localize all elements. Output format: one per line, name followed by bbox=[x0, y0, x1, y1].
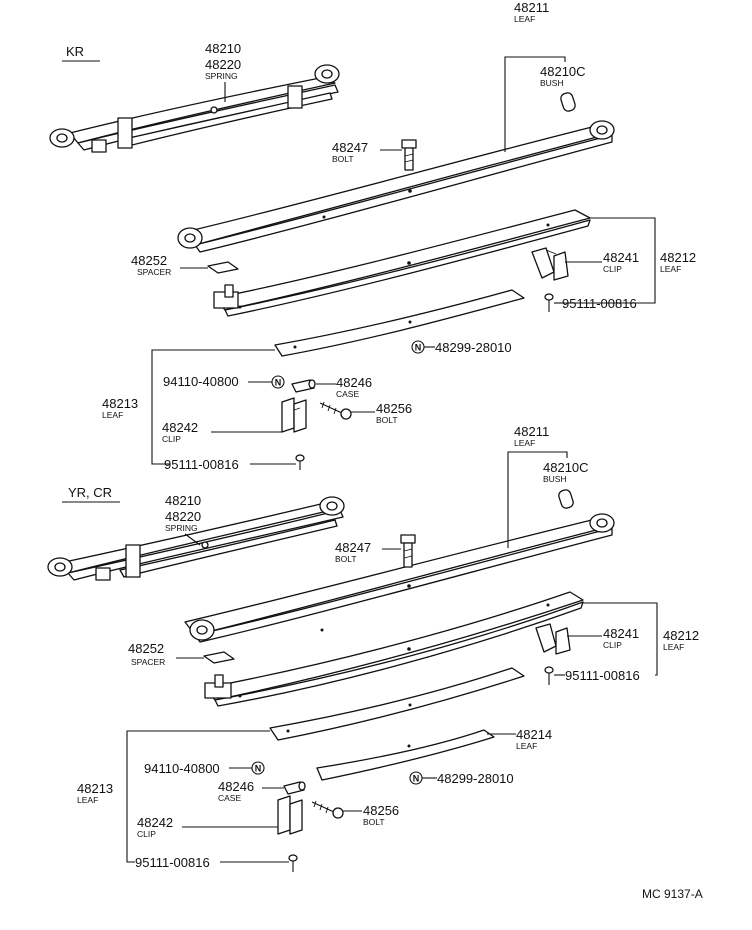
screw-b-number: 95111-00816 bbox=[135, 855, 210, 870]
screw-a-number: 95111-00816 bbox=[562, 296, 637, 311]
spring-number-2: 48220 bbox=[165, 509, 201, 524]
bolt-48247-label: BOLT bbox=[332, 154, 354, 164]
leaf-48211-label: LEAF bbox=[514, 14, 535, 24]
main-leaf-48211-drawing bbox=[184, 513, 615, 643]
clip-48241-drawing bbox=[535, 623, 571, 655]
clip-48242-number: 48242 bbox=[162, 420, 198, 435]
leaf-48212-label: LEAF bbox=[660, 264, 681, 274]
spring-assembly-drawing bbox=[47, 496, 345, 581]
case-label: CASE bbox=[218, 793, 241, 803]
screw-b-drawing bbox=[288, 854, 298, 872]
figure-code: MC 9137-A bbox=[642, 887, 703, 901]
bush-number: 48210C bbox=[540, 64, 586, 79]
screw-a-drawing bbox=[544, 666, 554, 685]
leaf-48213-drawing bbox=[269, 667, 525, 741]
case-number: 48246 bbox=[218, 779, 254, 794]
bolt-48247-drawing bbox=[400, 534, 416, 568]
leaf-48213-number: 48213 bbox=[102, 396, 138, 411]
leaf-48211-number: 48211 bbox=[514, 424, 549, 439]
leaf-48214-number: 48214 bbox=[516, 727, 552, 742]
leaf-48212-drawing bbox=[213, 209, 591, 317]
leaf-48213-label: LEAF bbox=[77, 795, 98, 805]
bolt-48247-number: 48247 bbox=[335, 540, 371, 555]
spring-assembly-drawing bbox=[49, 64, 340, 153]
clip-48242-drawing bbox=[277, 795, 303, 835]
bolt-48256-label: BOLT bbox=[376, 415, 398, 425]
clip-48242-label: CLIP bbox=[137, 829, 156, 839]
n-symbol-icon: N bbox=[409, 771, 423, 785]
leaf-48213-label: LEAF bbox=[102, 410, 123, 420]
bush-label: BUSH bbox=[543, 474, 567, 484]
bush-label: BUSH bbox=[540, 78, 564, 88]
n-part-number: 94110-40800 bbox=[163, 374, 239, 389]
spacer-label: SPACER bbox=[131, 657, 165, 667]
clip-48241-drawing bbox=[531, 247, 569, 281]
leaf-48211-label: LEAF bbox=[514, 438, 535, 448]
svg-text:N: N bbox=[415, 343, 422, 353]
leaf-48212-number: 48212 bbox=[663, 628, 699, 643]
clip-48241-number: 48241 bbox=[603, 250, 639, 265]
bolt-48247-number: 48247 bbox=[332, 140, 368, 155]
n-part-number: 94110-40800 bbox=[144, 761, 220, 776]
bolt-48256-drawing bbox=[311, 800, 344, 819]
screw-a-drawing bbox=[544, 293, 554, 312]
clip-48241-number: 48241 bbox=[603, 626, 639, 641]
bolt-48256-number: 48256 bbox=[363, 803, 399, 818]
case-label: CASE bbox=[336, 389, 359, 399]
case-drawing bbox=[291, 379, 316, 393]
clip-48242-drawing bbox=[281, 397, 307, 433]
svg-text:N: N bbox=[413, 774, 420, 784]
section-kr: KR 48210 48220 SPRING bbox=[49, 0, 696, 472]
leaf-48212-drawing bbox=[204, 591, 584, 707]
spacer-number: 48252 bbox=[128, 641, 164, 656]
section-title-yr-cr: YR, CR bbox=[68, 485, 112, 500]
n-symbol-icon: N bbox=[271, 375, 285, 389]
bolt-48247-drawing bbox=[401, 139, 417, 171]
spacer-number: 48252 bbox=[131, 253, 167, 268]
spacer-drawing bbox=[207, 261, 239, 274]
leaf-48212-label: LEAF bbox=[663, 642, 684, 652]
clip-48241-label: CLIP bbox=[603, 640, 622, 650]
bush-drawing bbox=[558, 489, 574, 509]
screw-b-number: 95111-00816 bbox=[164, 457, 239, 472]
leaf-48212-number: 48212 bbox=[660, 250, 696, 265]
section-yr-cr: YR, CR 48210 48220 SPRING bbox=[47, 424, 699, 872]
screw-b-drawing bbox=[295, 454, 305, 470]
spring-number-1: 48210 bbox=[205, 41, 241, 56]
spring-number-1: 48210 bbox=[165, 493, 201, 508]
clip-48242-number: 48242 bbox=[137, 815, 173, 830]
spacer-drawing bbox=[203, 651, 235, 664]
case-drawing bbox=[283, 781, 306, 795]
n-symbol-icon: N bbox=[411, 340, 425, 354]
bush-number: 48210C bbox=[543, 460, 589, 475]
svg-text:N: N bbox=[275, 378, 282, 388]
case-number: 48246 bbox=[336, 375, 372, 390]
clip-48242-label: CLIP bbox=[162, 434, 181, 444]
spring-label: SPRING bbox=[205, 71, 238, 81]
main-leaf-48211-drawing bbox=[177, 120, 615, 253]
bolt-48256-number: 48256 bbox=[376, 401, 412, 416]
leaf-48213-drawing bbox=[274, 289, 525, 357]
n-ref-number: 48299-28010 bbox=[435, 340, 512, 355]
bolt-48247-label: BOLT bbox=[335, 554, 357, 564]
n-symbol-icon: N bbox=[251, 761, 265, 775]
bush-drawing bbox=[560, 92, 576, 112]
n-ref-number: 48299-28010 bbox=[437, 771, 514, 786]
leaf-48213-number: 48213 bbox=[77, 781, 113, 796]
section-title-kr: KR bbox=[66, 44, 84, 59]
spacer-label: SPACER bbox=[137, 267, 171, 277]
leaf-48214-label: LEAF bbox=[516, 741, 537, 751]
leaf-48211-number: 48211 bbox=[514, 0, 549, 15]
spring-number-2: 48220 bbox=[205, 57, 241, 72]
svg-text:N: N bbox=[255, 764, 262, 774]
bolt-48256-drawing bbox=[319, 401, 352, 420]
spring-label: SPRING bbox=[165, 523, 198, 533]
leaf-48214-drawing bbox=[316, 729, 495, 781]
bolt-48256-label: BOLT bbox=[363, 817, 385, 827]
screw-a-number: 95111-00816 bbox=[565, 668, 640, 683]
clip-48241-label: CLIP bbox=[603, 264, 622, 274]
